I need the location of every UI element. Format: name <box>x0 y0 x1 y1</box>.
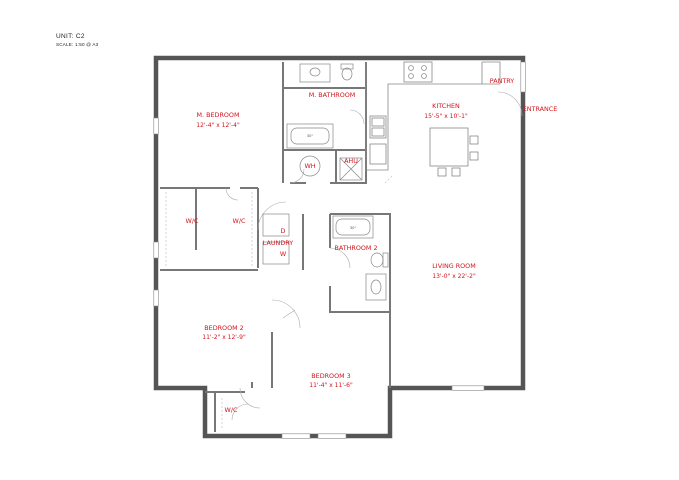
ahu-label: AHU <box>344 157 358 165</box>
interior-walls <box>160 62 391 432</box>
wic-3-label: W/C <box>225 406 238 414</box>
tub-size-1: 30" <box>307 134 314 138</box>
bedroom-2-dims: 11'-2" x 12'-9" <box>202 334 246 341</box>
exterior-walls <box>153 55 526 439</box>
m-bathroom-label: M. BATHROOM <box>309 91 356 99</box>
washer-label: W <box>280 250 287 258</box>
door-swings <box>225 91 523 421</box>
scale-label: SCALE: 1:50 @ A3 <box>56 42 99 47</box>
pantry-label: PANTRY <box>490 77 515 85</box>
living-room-label: LIVING ROOM <box>432 262 475 270</box>
closet-rods <box>165 175 393 430</box>
bedroom-3-label: BEDROOM 3 <box>311 372 350 380</box>
bedroom-2-label: BEDROOM 2 <box>204 324 243 332</box>
water-heater-label: WH <box>304 162 315 170</box>
m-bedroom-label: M. BEDROOM <box>197 111 240 119</box>
bedroom-3-dims: 11'-4" x 11'-6" <box>309 382 353 389</box>
bathroom-2-label: BATHROOM 2 <box>334 244 377 252</box>
bathroom-fixtures <box>262 63 389 301</box>
unit-label: UNIT: C2 <box>56 33 85 40</box>
windows <box>153 61 526 439</box>
entrance-label: ENTRANCE <box>523 105 558 113</box>
laundry-label: LAUNDRY <box>263 239 293 247</box>
kitchen-dims: 15'-5" x 10'-1" <box>424 113 468 120</box>
living-room-dims: 13'-0" x 22'-2" <box>432 273 476 280</box>
kitchen-label: KITCHEN <box>432 102 460 110</box>
m-bedroom-dims: 12'-4" x 12'-4" <box>196 122 240 129</box>
kitchen-casework <box>365 61 501 177</box>
wic-1-label: W/C <box>186 217 199 225</box>
dryer-label: D <box>281 227 286 235</box>
tub-size-2: 30" <box>350 226 357 230</box>
wic-2-label: W/C <box>233 217 246 225</box>
